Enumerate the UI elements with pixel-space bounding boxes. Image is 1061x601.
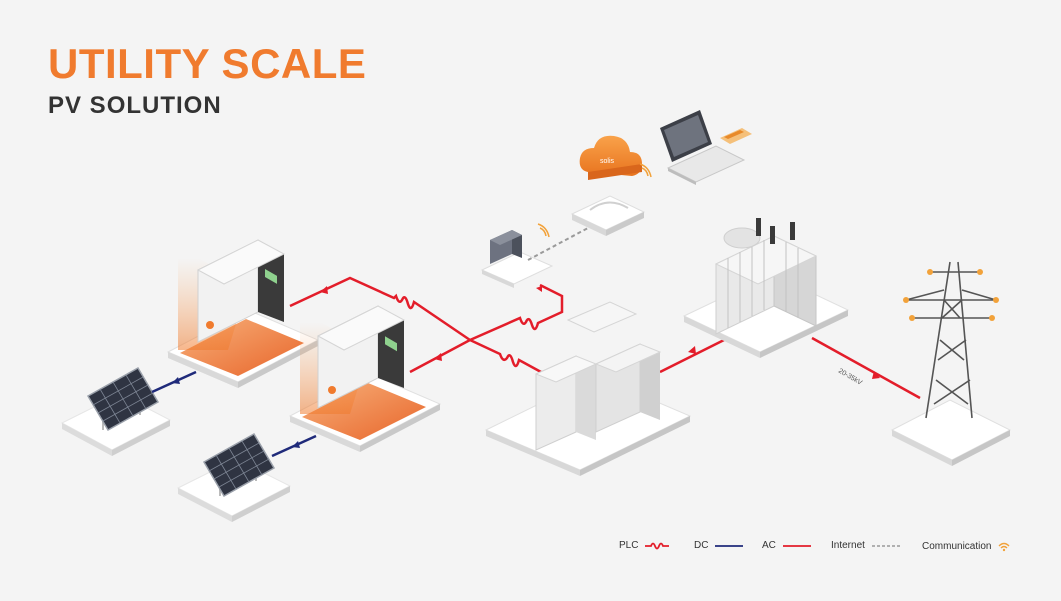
- legend-label-dc: DC: [694, 540, 709, 551]
- transformer-icon: [682, 218, 850, 358]
- grid-voltage-label: 20-35kV: [837, 368, 863, 387]
- dc-line-swatch: [715, 544, 744, 547]
- legend-item-plc: PLC: [619, 540, 670, 551]
- legend-item-internet: Internet: [831, 540, 901, 551]
- page-title: UTILITY SCALE: [48, 40, 367, 87]
- wifi-icon: [639, 163, 652, 178]
- ac-line-swatch: [782, 544, 811, 547]
- internet-line-swatch: [871, 544, 900, 547]
- chart-card-icon: [720, 128, 752, 144]
- internet-line: [527, 227, 589, 261]
- solar-panel-icon: [176, 432, 292, 522]
- legend-label-plc: PLC: [619, 540, 639, 551]
- laptop-icon: [660, 110, 746, 185]
- wifi-icon: [537, 223, 550, 238]
- solar-panel-icon: [60, 366, 172, 456]
- transmission-tower-icon: [890, 261, 1012, 466]
- page-subtitle: PV SOLUTION: [48, 92, 222, 119]
- data-logger-icon: [480, 230, 554, 288]
- switchgear-icon: [484, 301, 692, 476]
- legend-label-communication: Communication: [922, 540, 992, 552]
- ac-arrow: [320, 286, 880, 379]
- inverter-icon: [288, 305, 442, 452]
- legend-label-ac: AC: [762, 540, 776, 551]
- router-icon: [570, 195, 646, 236]
- cloud-logo-text: solis: [600, 158, 615, 165]
- dc-arrow: [172, 377, 300, 448]
- legend: PLC DC AC Internet Communication: [0, 536, 1061, 560]
- inverter-icon: [166, 239, 320, 388]
- cloud-icon: solis: [579, 135, 642, 180]
- legend-item-dc: DC: [694, 540, 744, 551]
- legend-item-ac: AC: [762, 540, 812, 551]
- legend-label-internet: Internet: [831, 540, 865, 551]
- plc-line-swatch: [645, 542, 670, 549]
- wifi-icon: [998, 542, 1010, 552]
- legend-item-communication: Communication: [922, 540, 1011, 552]
